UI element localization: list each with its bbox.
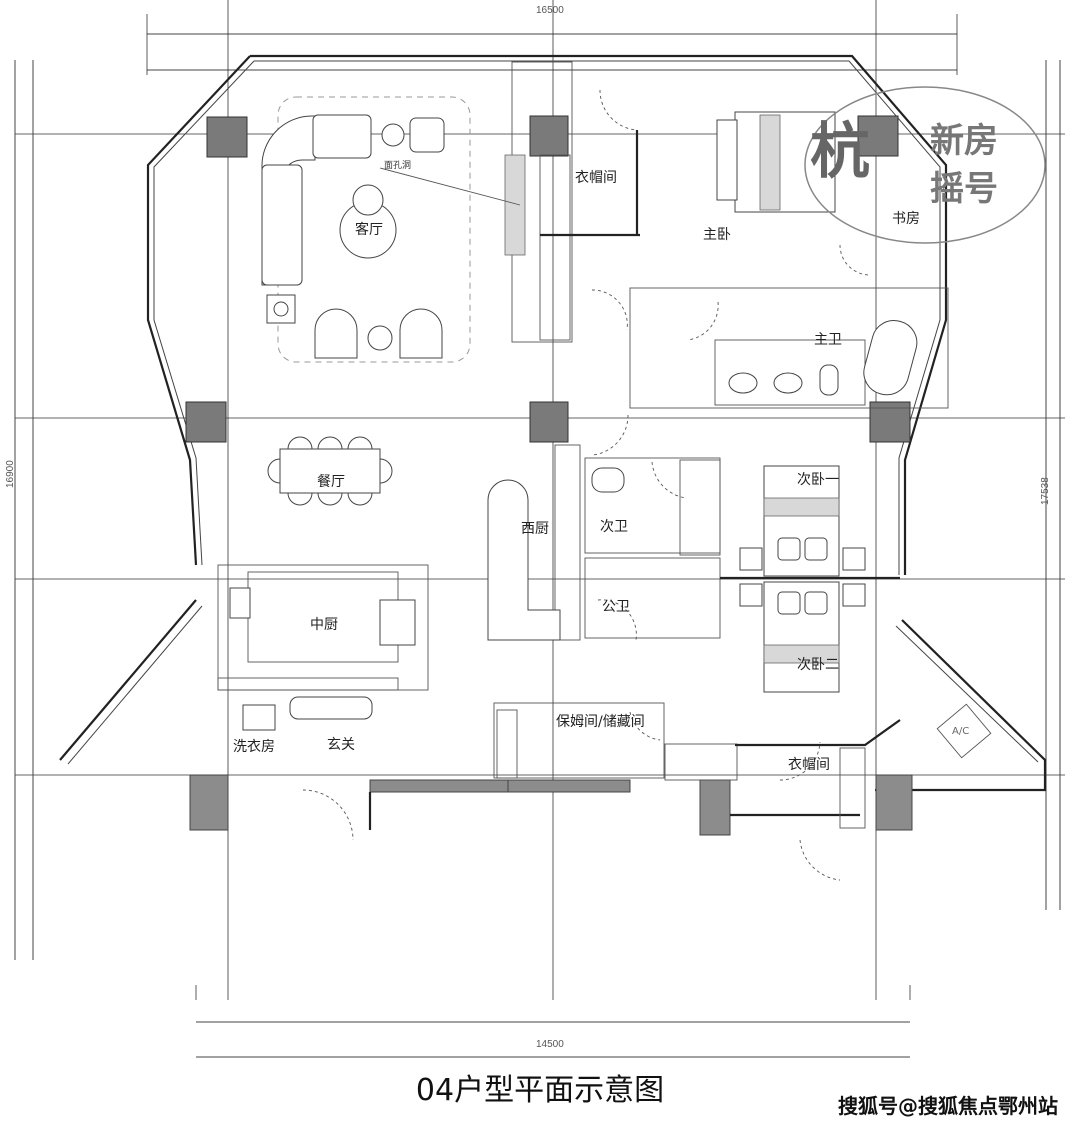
room-master-bedroom: 主卧 xyxy=(703,227,731,243)
stamp-line1: 新房 xyxy=(930,121,998,161)
exterior-walls xyxy=(59,54,1047,836)
opening-note: 面孔洞 xyxy=(384,161,412,171)
room-nanny-storage: 保姆间/储藏间 xyxy=(556,714,645,730)
room-study: 书房 xyxy=(892,211,920,227)
room-cloakroom-secondary: 衣帽间 xyxy=(788,757,830,773)
room-bedroom-1: 次卧一 xyxy=(797,472,839,488)
room-living-room: 客厅 xyxy=(355,222,383,238)
stamp-line2: 摇号 xyxy=(930,169,998,209)
room-foyer: 玄关 xyxy=(327,737,355,753)
room-chinese-kitchen: 中厨 xyxy=(310,617,338,633)
room-western-kitchen: 西厨 xyxy=(521,521,549,537)
room-dining-room: 餐厅 xyxy=(317,474,345,490)
door-swings xyxy=(302,89,871,881)
structural-columns xyxy=(185,115,911,443)
room-public-bath: 公卫 xyxy=(602,599,630,615)
source-watermark: 搜狐号@搜狐焦点鄂州站 xyxy=(838,1094,1058,1118)
living-room-furniture xyxy=(261,96,471,363)
room-second-bath: 次卫 xyxy=(600,519,628,535)
room-cloakroom-master: 衣帽间 xyxy=(575,170,617,186)
room-master-bath: 主卫 xyxy=(814,332,842,348)
right-dimension-label: 17538 xyxy=(1040,477,1051,505)
ac-unit-label: A/C xyxy=(952,726,970,737)
watermark-stamp-ellipse xyxy=(804,86,1046,244)
dining-furniture xyxy=(267,436,393,506)
watermark-stamp: 杭 新房 摇号 xyxy=(780,92,1050,242)
left-dimension-label: 16900 xyxy=(5,460,16,488)
bottom-dimension-lines xyxy=(195,985,911,1058)
bottom-dimension-label: 14500 xyxy=(536,1039,564,1050)
top-dimension-lines xyxy=(146,0,958,1000)
room-bedroom-2: 次卧二 xyxy=(797,657,839,673)
room-laundry: 洗衣房 xyxy=(233,739,275,755)
top-dimension-label: 16500 xyxy=(536,5,564,16)
stamp-glyph: 杭 xyxy=(810,117,870,187)
plan-title: 04户型平面示意图 xyxy=(415,1073,665,1108)
